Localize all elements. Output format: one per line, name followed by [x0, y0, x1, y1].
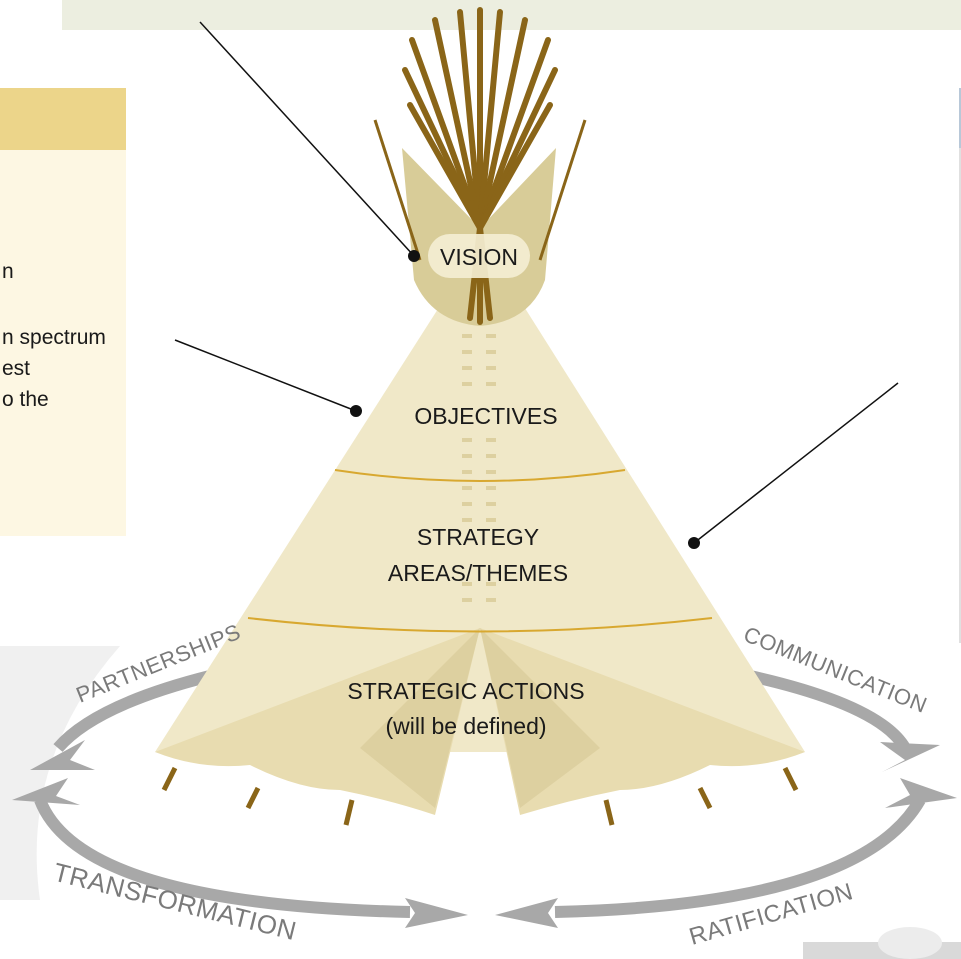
left-info-panel: [0, 88, 126, 536]
right-panel-header-edge: [959, 88, 961, 148]
left-panel-text-2: n spectrum: [2, 326, 106, 349]
left-panel-text-3: est: [2, 357, 30, 380]
tipi: [155, 7, 805, 826]
objectives-label: OBJECTIVES: [414, 403, 557, 429]
cycle-arrowheads: [12, 740, 957, 928]
arrowhead-transformation-end: [405, 898, 468, 928]
left-panel-header: [0, 88, 126, 150]
arrowhead-partnerships: [30, 740, 95, 770]
arrowhead-communication: [880, 742, 940, 772]
tipi-door-left: [360, 628, 480, 808]
right-panel-edge: [959, 88, 961, 643]
actions-label-line2: (will be defined): [385, 713, 546, 739]
leader-lines: [174, 21, 899, 544]
leader-dot-objectives: [350, 405, 362, 417]
tipi-lacing: [462, 334, 496, 602]
bottom-right-button[interactable]: [878, 927, 942, 959]
tipi-door-right: [480, 628, 600, 808]
arrowhead-ratification-start: [495, 898, 558, 928]
top-banner: [62, 0, 961, 30]
leader-dot-vision: [408, 250, 420, 262]
band-line-upper: [334, 469, 626, 482]
strategy-label-line2: AREAS/THEMES: [388, 560, 568, 586]
leader-dots: [350, 250, 700, 549]
vision-label-bg: [428, 234, 530, 278]
arc-partnerships: [53, 670, 212, 753]
leader-right: [693, 382, 899, 544]
leader-dot-right: [688, 537, 700, 549]
leader-vision: [199, 21, 415, 257]
left-panel-text-1: n: [2, 260, 14, 283]
vision-label: VISION: [440, 244, 518, 270]
actions-label-line1: STRATEGIC ACTIONS: [347, 678, 584, 704]
arrowhead-ratification-end: [885, 778, 957, 808]
arc-communication: [748, 670, 911, 752]
leader-objectives: [174, 339, 357, 412]
cycle-arcs: [34, 670, 926, 918]
smoke-flap-pole-left: [373, 119, 422, 261]
strategy-label-line1: STRATEGY: [417, 524, 539, 550]
band-line-lower: [247, 617, 713, 633]
smoke-flap-pole-right: [538, 119, 587, 261]
arc-transformation: [34, 797, 411, 918]
arc-ratification: [554, 796, 926, 918]
arrowhead-transformation-start: [12, 778, 80, 805]
left-gray-shape: [0, 646, 120, 900]
tipi-stakes: [161, 766, 799, 826]
left-panel-text-4: o the: [2, 388, 49, 411]
